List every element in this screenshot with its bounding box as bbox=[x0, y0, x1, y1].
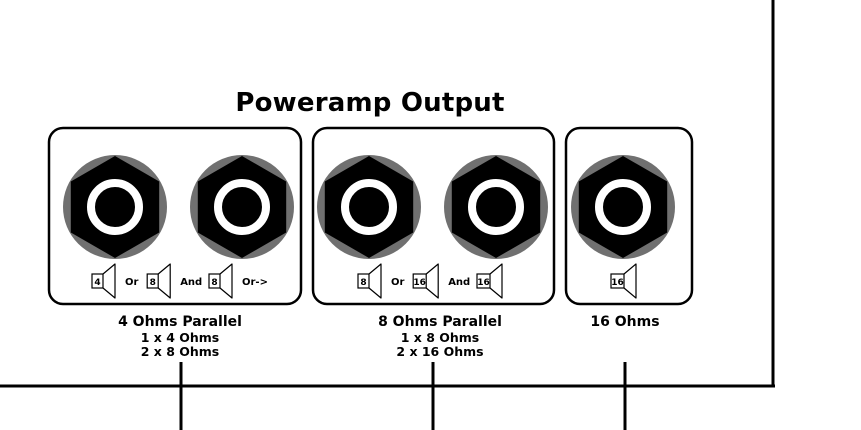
speaker-symbol-4-ohm-0: 4 bbox=[91, 263, 116, 299]
speaker-impedance-label: 4 bbox=[94, 278, 100, 288]
speaker-impedance-label: 16 bbox=[611, 278, 624, 288]
wiring-connector-label: And bbox=[180, 277, 202, 288]
caption-8-ohm-line-2: 1 x 8 Ohms bbox=[400, 330, 480, 345]
speaker-impedance-label: 8 bbox=[211, 278, 217, 288]
wiring-connector-label: And bbox=[448, 277, 470, 288]
caption-16-ohm: 16 Ohms bbox=[560, 314, 690, 331]
speaker-impedance-label: 8 bbox=[360, 278, 366, 288]
speaker-symbol-8-ohm-4: 16 bbox=[476, 263, 503, 299]
caption-16-ohm-line-1: 16 Ohms bbox=[590, 314, 660, 330]
speaker-impedance-label: 8 bbox=[150, 278, 156, 288]
speaker-jack-8-ohm-2 bbox=[444, 155, 548, 259]
speaker-jack-16-ohm-1 bbox=[571, 155, 675, 259]
speaker-symbol-16-ohm-0: 16 bbox=[610, 263, 637, 299]
speaker-symbol-4-ohm-2: 8 bbox=[146, 263, 171, 299]
caption-8-ohm: 8 Ohms Parallel 1 x 8 Ohms 2 x 16 Ohms bbox=[335, 314, 545, 359]
speaker-jack-8-ohm-1 bbox=[317, 155, 421, 259]
wiring-connector-label: Or bbox=[391, 277, 405, 288]
caption-4-ohm-line-3: 2 x 8 Ohms bbox=[140, 344, 220, 359]
speaker-symbol-8-ohm-0: 8 bbox=[357, 263, 382, 299]
wiring-connector-label: Or bbox=[125, 277, 139, 288]
speaker-jack-4-ohm-2 bbox=[190, 155, 294, 259]
page-title: Poweramp Output bbox=[235, 88, 505, 118]
caption-8-ohm-line-1: 8 Ohms Parallel bbox=[378, 314, 502, 330]
speaker-jack-4-ohm-1 bbox=[63, 155, 167, 259]
caption-4-ohm: 4 Ohms Parallel 1 x 4 Ohms 2 x 8 Ohms bbox=[75, 314, 285, 359]
speaker-impedance-label: 16 bbox=[413, 278, 426, 288]
speaker-impedance-label: 16 bbox=[477, 278, 490, 288]
caption-4-ohm-line-2: 1 x 4 Ohms bbox=[140, 330, 220, 345]
caption-4-ohm-line-1: 4 Ohms Parallel bbox=[118, 314, 242, 330]
speaker-symbol-4-ohm-4: 8 bbox=[208, 263, 233, 299]
speaker-symbol-8-ohm-2: 16 bbox=[412, 263, 439, 299]
wiring-connector-label: Or-> bbox=[242, 277, 268, 288]
caption-8-ohm-line-3: 2 x 16 Ohms bbox=[396, 344, 484, 359]
